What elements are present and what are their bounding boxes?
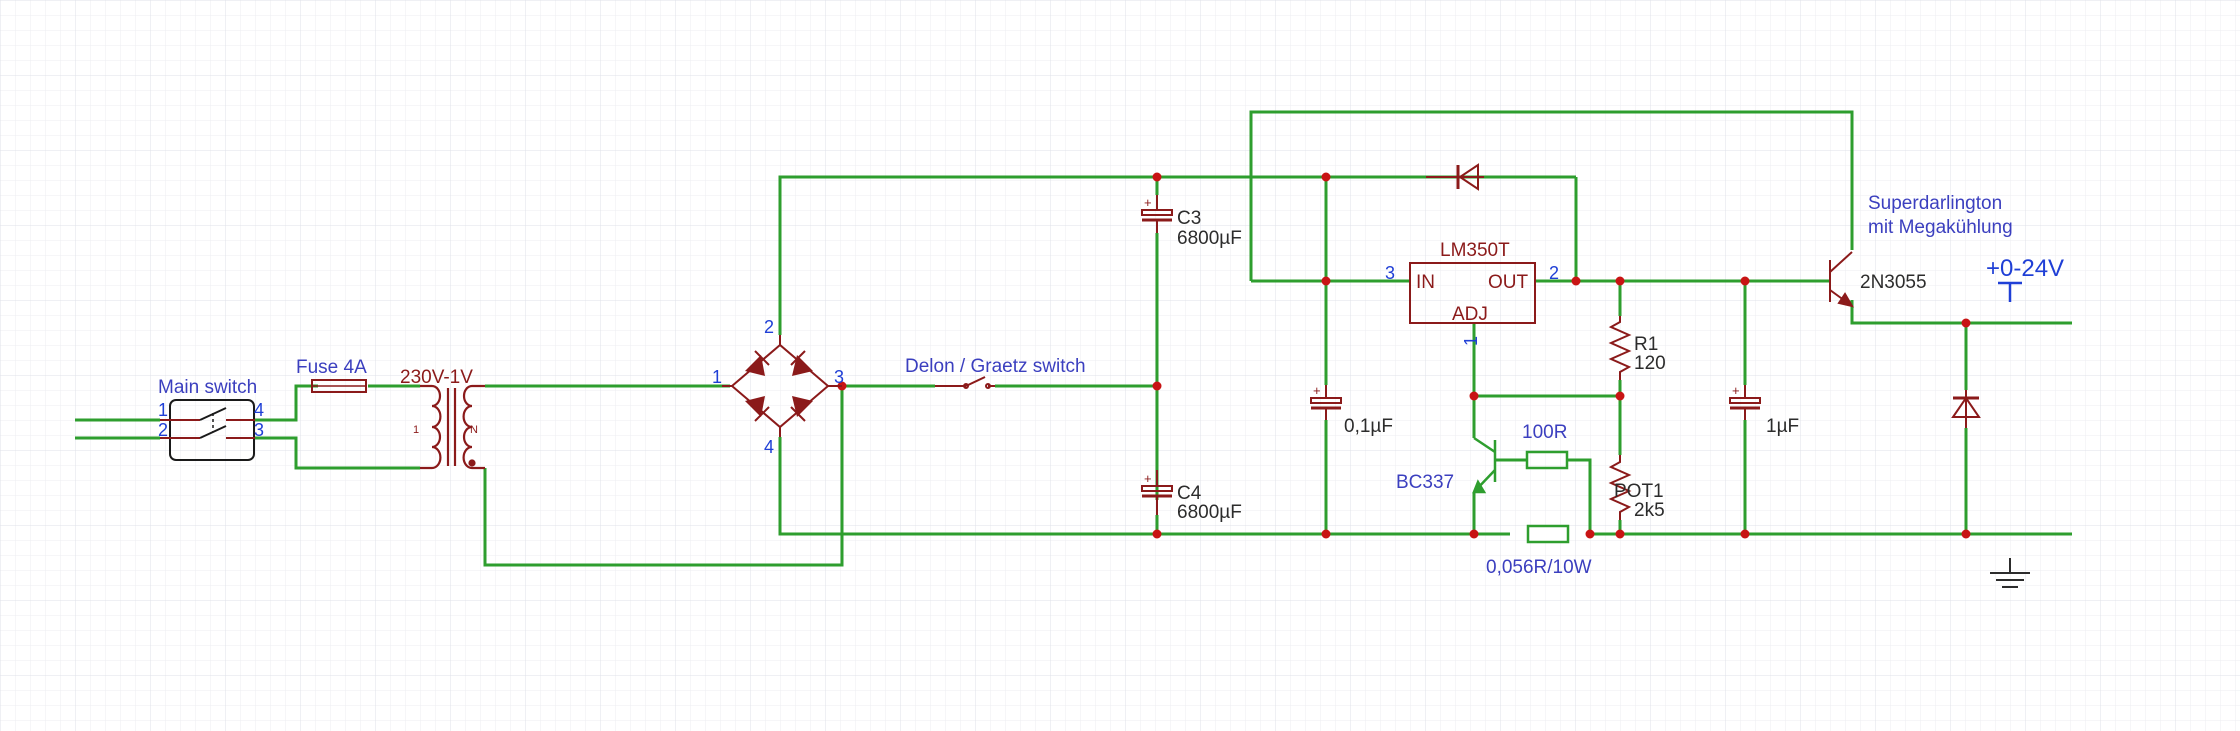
label-q-out: 2N3055	[1860, 272, 1927, 293]
label-bridge-pin3: 3	[834, 367, 844, 387]
label-regulator: LM350T	[1440, 240, 1510, 261]
label-bridge-pin4: 4	[764, 437, 774, 457]
label-transformer-pinN: N	[470, 424, 478, 436]
label-c3-value: 6800µF	[1177, 228, 1242, 249]
junction-r1-top	[1615, 276, 1625, 286]
resistor-shunt	[1526, 524, 1570, 544]
potentiometer-pot1	[1608, 455, 1632, 520]
capacitor-c4: +	[1141, 470, 1173, 515]
svg-text:+: +	[1313, 383, 1321, 398]
regulator-lm350t	[1409, 262, 1536, 324]
junction-cin-top	[1321, 172, 1331, 182]
junction-c3-top	[1152, 172, 1162, 182]
junction-shunt-right	[1585, 529, 1595, 539]
wire-darl-emitter	[1850, 300, 2072, 325]
svg-text:+: +	[1144, 195, 1152, 210]
wire-bridge4-ground	[778, 437, 1157, 536]
junction-c-mid	[1152, 381, 1162, 391]
resistor-100r	[1525, 450, 1569, 470]
label-c4-name: C4	[1177, 483, 1202, 504]
label-shunt: 0,056R/10W	[1486, 557, 1592, 578]
label-darlington-line1: Superdarlington	[1868, 193, 2002, 214]
junction-cout-top	[1740, 276, 1750, 286]
bridge-rectifier	[722, 335, 842, 437]
resistor-r1	[1608, 316, 1632, 380]
label-c3-name: C3	[1177, 208, 1201, 229]
junction-adj	[1469, 391, 1479, 401]
label-transformer-pin1: 1	[413, 424, 419, 436]
label-bc337: BC337	[1396, 472, 1454, 493]
ground-symbol	[1990, 558, 2030, 588]
label-reg-pin2: 2	[1549, 263, 1559, 283]
label-pot-name: POT1	[1614, 481, 1664, 502]
transformer	[420, 384, 485, 470]
fuse	[311, 379, 367, 393]
label-100r: 100R	[1522, 422, 1567, 443]
junction-reg-out	[1571, 276, 1581, 286]
label-switch-pin4: 4	[254, 400, 264, 420]
label-bridge-pin1: 1	[712, 367, 722, 387]
label-pot-value: 2k5	[1634, 500, 1665, 521]
label-reg-adj: ADJ	[1452, 304, 1488, 325]
wire-switch4-fuse	[255, 384, 318, 422]
label-reg-pin3: 3	[1385, 263, 1395, 283]
label-bridge-pin2: 2	[764, 317, 774, 337]
label-cap-out: 1µF	[1766, 416, 1799, 437]
label-r1-name: R1	[1634, 334, 1658, 355]
wire-switch3-trafo	[255, 436, 420, 470]
capacitor-c3: +	[1141, 195, 1173, 233]
junction-bc-gnd	[1469, 529, 1479, 539]
wire-trafo-return	[483, 386, 844, 567]
label-reg-pin1: 1	[1461, 336, 1481, 346]
capacitor-output: +	[1729, 383, 1761, 420]
output-terminal-symbol	[1998, 281, 2022, 302]
label-switch-pin2: 2	[158, 420, 168, 440]
transistor-2n3055	[1829, 251, 1855, 308]
junction-cout-gnd	[1740, 529, 1750, 539]
label-fuse: Fuse 4A	[296, 357, 367, 378]
label-reg-in: IN	[1416, 272, 1435, 293]
transistor-bc337	[1472, 436, 1497, 494]
label-vout: +0-24V	[1986, 255, 2064, 282]
label-delon-switch: Delon / Graetz switch	[905, 356, 1086, 377]
junction-pot-gnd	[1615, 529, 1625, 539]
label-darlington-line2: mit Megakühlung	[1868, 217, 2013, 238]
label-cap-in: 0,1µF	[1344, 416, 1393, 437]
capacitor-input: +	[1310, 383, 1342, 420]
junction-diode-gnd	[1961, 529, 1971, 539]
junction-c4-gnd	[1152, 529, 1162, 539]
svg-text:+: +	[1732, 383, 1740, 398]
label-switch-pin3: 3	[254, 420, 264, 440]
label-switch-pin1: 1	[158, 400, 168, 420]
wire-100r-right	[1567, 458, 1592, 534]
junctions	[837, 172, 1971, 539]
main-switch	[160, 399, 255, 461]
wires	[75, 110, 2072, 567]
label-reg-out: OUT	[1488, 272, 1529, 293]
delon-switch	[935, 376, 995, 389]
diode-top	[1426, 163, 1484, 191]
svg-text:+: +	[1144, 471, 1152, 486]
label-r1-value: 120	[1634, 353, 1666, 374]
wire-bridge2-top	[778, 175, 1576, 335]
junction-r1-pot	[1615, 391, 1625, 401]
junction-cin-gnd	[1321, 529, 1331, 539]
label-transformer: 230V-1V	[400, 367, 473, 388]
diode-output	[1951, 390, 1981, 428]
labels: Main switch Fuse 4A 230V-1V 1 N 1 2 4 3 …	[158, 193, 2064, 578]
label-c4-value: 6800µF	[1177, 502, 1242, 523]
label-main-switch: Main switch	[158, 377, 257, 398]
junction-out-diode	[1961, 318, 1971, 328]
wire-top-loop	[1249, 110, 1854, 281]
junction-reg-in	[1321, 276, 1331, 286]
